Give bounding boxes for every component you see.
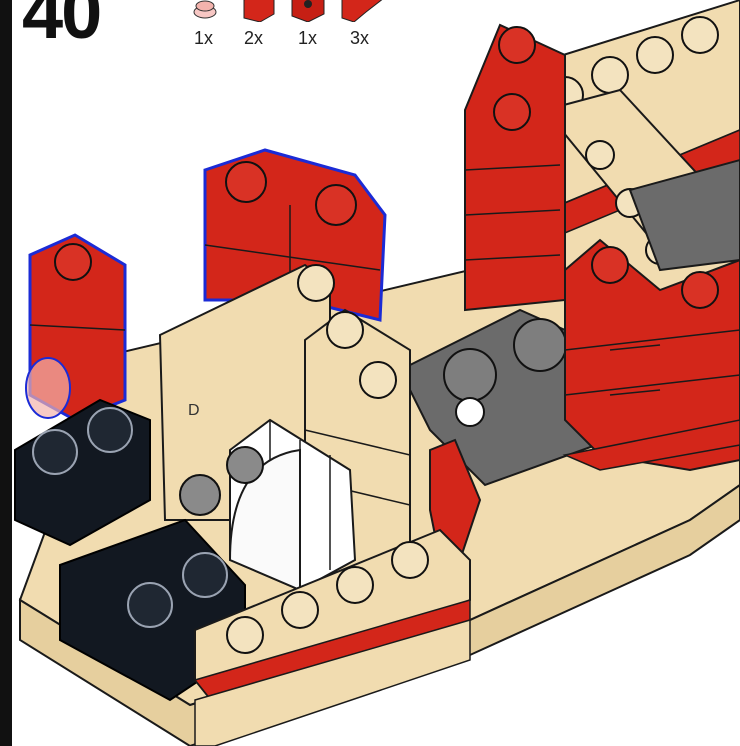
stud: [327, 312, 363, 348]
stud: [586, 141, 614, 169]
stud: [183, 553, 227, 597]
stud: [499, 27, 535, 63]
stud: [128, 583, 172, 627]
door-mark: D: [188, 402, 200, 419]
stud: [514, 319, 566, 371]
stud: [592, 57, 628, 93]
stud: [316, 185, 356, 225]
stud: [33, 430, 77, 474]
stud: [282, 592, 318, 628]
stud: [298, 265, 334, 301]
stud: [392, 542, 428, 578]
stud: [360, 362, 396, 398]
stud: [180, 475, 220, 515]
stud: [227, 447, 263, 483]
stud: [226, 162, 266, 202]
stud: [444, 349, 496, 401]
stud: [494, 94, 530, 130]
hole: [456, 398, 484, 426]
trans-clear-plate: [26, 358, 70, 418]
stud: [55, 244, 91, 280]
stud: [682, 272, 718, 308]
stud: [637, 37, 673, 73]
stud: [227, 617, 263, 653]
stud: [592, 247, 628, 283]
stud: [88, 408, 132, 452]
stud: [337, 567, 373, 603]
stud: [682, 17, 718, 53]
